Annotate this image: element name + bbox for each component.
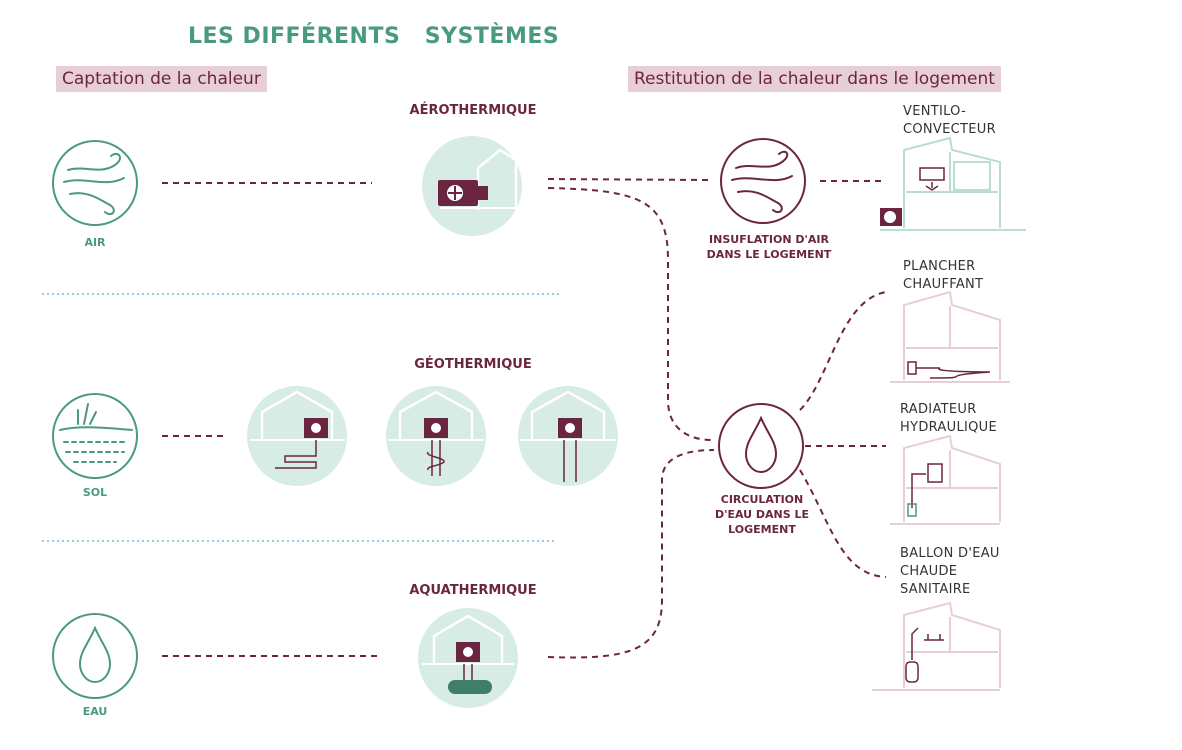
air-delivery-label-line1: INSUFLATION D'AIR xyxy=(709,233,829,246)
radiator-house-icon xyxy=(890,434,1001,525)
section-capture-heading: Captation de la chaleur xyxy=(56,66,267,92)
fan-coil-label-line2: CONVECTEUR xyxy=(903,122,996,137)
air-source-icon xyxy=(52,140,138,226)
underfloor-heating-label: PLANCHER CHAUFFANT xyxy=(903,258,983,294)
connector-aqua-water-mode xyxy=(547,449,715,659)
air-delivery-icon xyxy=(720,138,806,224)
underfloor-heating-label-line2: CHAUFFANT xyxy=(903,277,984,292)
geothermal-vertical-probe-icon xyxy=(518,386,618,486)
aerothermal-system-icon xyxy=(422,136,522,236)
radiator-label-line2: HYDRAULIQUE xyxy=(900,420,997,435)
aerothermal-label: AÉROTHERMIQUE xyxy=(409,103,537,118)
air-delivery-label-line2: DANS LE LOGEMENT xyxy=(706,248,832,261)
connector-water-tank xyxy=(799,469,887,578)
aquathermal-system-icon xyxy=(418,608,518,708)
water-delivery-icon xyxy=(718,403,804,489)
water-delivery-label-line2: D'EAU DANS LE xyxy=(714,508,810,521)
soil-source-icon xyxy=(52,393,138,479)
water-delivery-label-line3: LOGEMENT xyxy=(728,523,796,536)
radiator-label-line1: RADIATEUR xyxy=(900,402,977,417)
underfloor-heating-house-icon xyxy=(890,290,1010,383)
aquathermal-label: AQUATHERMIQUE xyxy=(409,583,537,598)
connector-aero-water-mode xyxy=(547,187,713,441)
underfloor-heating-label-line1: PLANCHER xyxy=(903,259,976,274)
section-restitution-heading: Restitution de la chaleur dans le logeme… xyxy=(628,66,1001,92)
water-delivery-label-line1: CIRCULATION xyxy=(720,493,804,506)
hot-water-tank-label-line1: BALLON D'EAU xyxy=(900,546,1000,561)
water-delivery-label: CIRCULATION D'EAU DANS LE LOGEMENT xyxy=(694,492,830,537)
fan-coil-label-line1: VENTILO- xyxy=(903,104,967,119)
fan-coil-house-icon xyxy=(880,136,1026,231)
water-source-icon xyxy=(52,613,138,699)
page-title: LES DIFFÉRENTS SYSTÈMES xyxy=(188,24,560,49)
connector-aero-air-mode xyxy=(547,178,709,181)
radiator-label: RADIATEUR HYDRAULIQUE xyxy=(900,401,997,437)
hot-water-tank-label: BALLON D'EAU CHAUDE SANITAIRE xyxy=(900,545,1000,599)
geothermal-vertical-coil-icon xyxy=(386,386,486,486)
hot-water-tank-label-line2: CHAUDE xyxy=(900,564,958,579)
connector-water-floor xyxy=(799,291,887,411)
air-delivery-label: INSUFLATION D'AIR DANS LE LOGEMENT xyxy=(694,232,844,262)
hot-water-tank-label-line3: SANITAIRE xyxy=(900,582,971,597)
soil-source-label: SOL xyxy=(82,486,108,499)
water-source-label: EAU xyxy=(82,705,108,718)
geothermal-horizontal-icon xyxy=(247,386,347,486)
geothermal-label: GÉOTHERMIQUE xyxy=(414,357,532,372)
air-source-label: AIR xyxy=(84,236,106,249)
hot-water-tank-house-icon xyxy=(872,601,1001,691)
fan-coil-label: VENTILO- CONVECTEUR xyxy=(903,103,996,139)
